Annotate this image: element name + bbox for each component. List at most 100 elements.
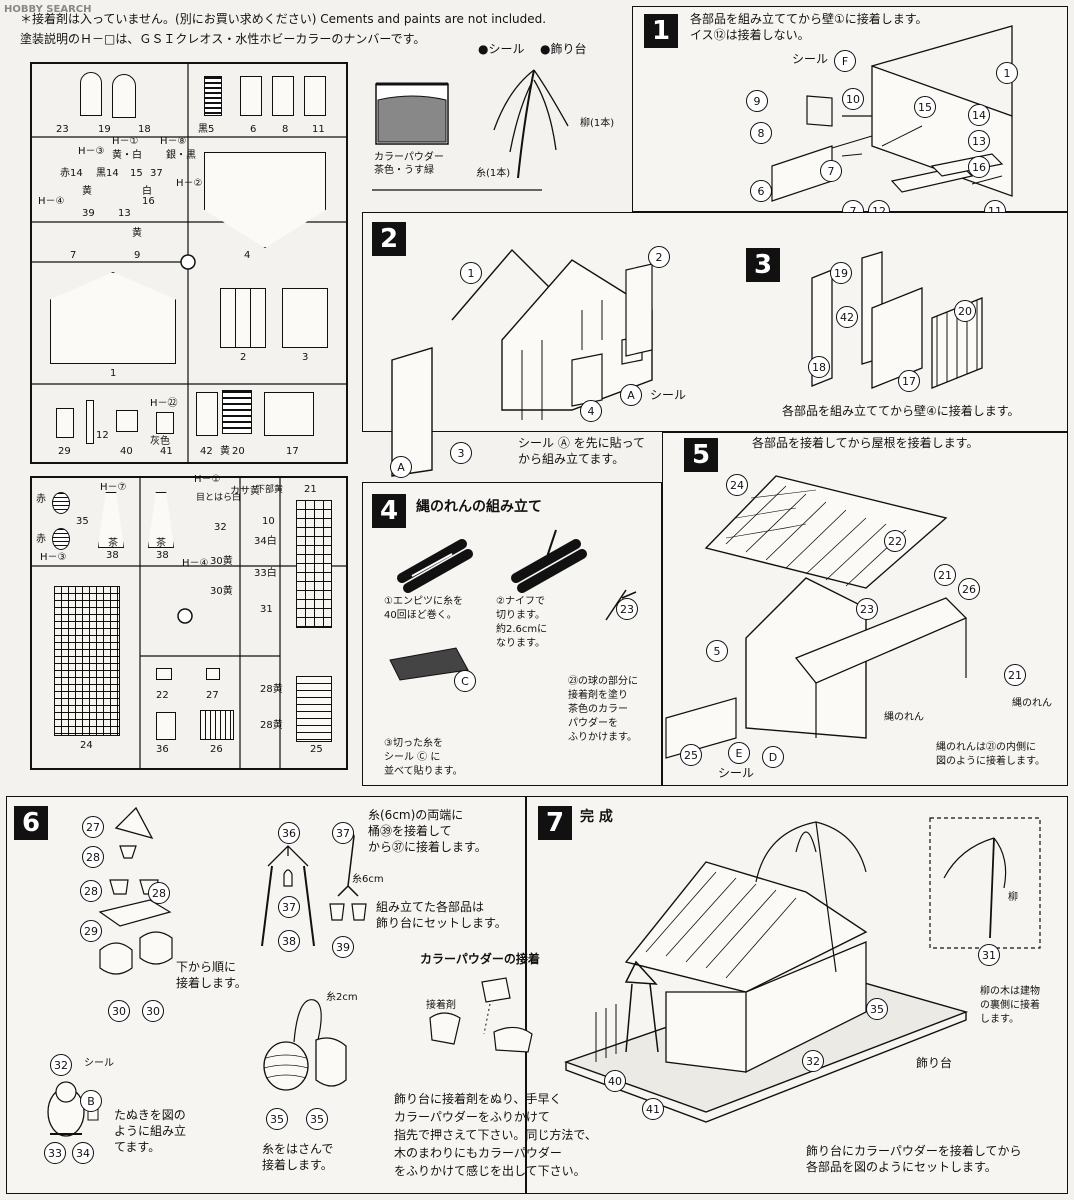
step7-powder-l1: 飾り台に接着剤をぬり、手早く [394, 1092, 562, 1106]
step6-lantern-illustration [263, 999, 347, 1091]
step6-part-28b: 28 [80, 880, 102, 902]
step6-part-34: 34 [72, 1142, 94, 1164]
part-41 [156, 412, 174, 434]
num-27: 27 [206, 690, 219, 701]
step7-powder-l5: をふりかけて感じを出して下さい。 [394, 1164, 586, 1178]
step7-final-note1: 飾り台にカラーパウダーを接着してから [806, 1144, 1022, 1158]
step4-sub2-l3: 約2.6cmに [496, 624, 548, 635]
step2-illustration [391, 248, 653, 477]
legend-seal: ●シール [478, 42, 525, 56]
step7-powder-title: カラーパウダーの接着 [420, 952, 540, 966]
step1-text2: イス⑫は接着しない。 [690, 28, 810, 42]
step4-sub4-l5: ふりかけます。 [568, 732, 637, 743]
step4-sub1-l1: ①エンピツに糸を [384, 596, 463, 607]
color-white: 白 [142, 186, 152, 197]
color-yellow-9: 黄 [132, 228, 142, 239]
color-h3: H－③ [78, 146, 105, 157]
num-6: 6 [250, 124, 257, 135]
thread-illustration [372, 189, 542, 191]
color-h3-lower: H－③ [40, 552, 67, 563]
step5-note1: 縄のれんは㉑の内側に [936, 742, 1036, 753]
step2-part-A-2: A [390, 456, 412, 478]
step5-text: 各部品を接着してから屋根を接着します。 [752, 436, 979, 450]
step5-seal-E: E [728, 742, 750, 764]
step7-willow-note-l2: の裏側に接着 [980, 1000, 1040, 1011]
step6-part-33: 33 [44, 1142, 66, 1164]
num-39: 39 [82, 208, 95, 219]
part-36 [156, 712, 176, 740]
num-2: 2 [240, 352, 247, 363]
powder-bag-illustration [375, 82, 449, 145]
willow-label: 柳(1本) [580, 118, 615, 129]
color-34-white: 34白 [254, 536, 277, 547]
powder-colors: 茶色・うす緑 [374, 165, 434, 176]
step6-string-6cm: 糸6cm [352, 874, 384, 885]
part-8 [272, 76, 294, 116]
step7-part-40: 40 [604, 1070, 626, 1092]
color-h22: H－㉒ [150, 398, 178, 409]
step4-sub2-l2: 切ります。 [496, 610, 545, 621]
part-24 [54, 586, 120, 736]
watermark: HOBBY SEARCH [4, 4, 92, 15]
num-23: 23 [56, 124, 69, 135]
color-h7: H－⑦ [100, 482, 127, 493]
part-18 [112, 74, 136, 118]
step7-part-41: 41 [642, 1098, 664, 1120]
color-h1: H－① [112, 136, 139, 147]
color-brown-a: 茶 [108, 538, 118, 549]
num-11: 11 [312, 124, 325, 135]
step7-base-label: 飾り台 [916, 1056, 953, 1070]
step3-part-18: 18 [808, 356, 830, 378]
step4-seal-C: C [454, 670, 476, 692]
step5-part-21: 21 [934, 564, 956, 586]
step6-part-29: 29 [80, 920, 102, 942]
step5-part-24: 24 [726, 474, 748, 496]
step4-panel [362, 482, 662, 786]
part-26 [200, 710, 234, 740]
step4-sub2-l1: ②ナイフで [496, 596, 545, 607]
color-eyes-belly: 目とはら白 [196, 493, 242, 503]
step4-sub3-l1: ③切った糸を [384, 738, 443, 749]
part-5 [204, 76, 222, 116]
step1-text1: 各部品を組み立ててから壁①に接着します。 [690, 12, 928, 26]
num-40: 40 [120, 446, 133, 457]
part-42 [196, 392, 218, 436]
step2-seal-label: シール [650, 388, 687, 402]
num-12: 12 [96, 430, 109, 441]
color-30-yellow-a: 30黄 [210, 556, 233, 567]
part-22 [156, 668, 172, 680]
step7-powder-l3: 指先で押さえて下さい。同じ方法で、 [394, 1128, 597, 1142]
part-3 [282, 288, 328, 348]
num-4: 4 [244, 250, 251, 261]
step2-note1: シール Ⓐ を先に貼って [518, 436, 646, 450]
color-h4: H－④ [38, 196, 65, 207]
step3-text: 各部品を組み立ててから壁④に接着します。 [782, 404, 1020, 418]
step7-glue-label: 接着剤 [426, 1000, 456, 1011]
color-black14: 黒14 [96, 168, 119, 179]
color-yellow-20: 黄 [220, 446, 230, 457]
step3-part-42: 42 [836, 306, 858, 328]
part-12 [86, 400, 94, 444]
num-13: 13 [118, 208, 131, 219]
step1-part-14: 14 [968, 104, 990, 126]
step4-badge: 4 [372, 494, 406, 528]
part-21 [296, 500, 332, 628]
num-41: 41 [160, 446, 173, 457]
step4-sub3-l3: 並べて貼ります。 [384, 766, 463, 777]
powder-label: カラーパウダー [374, 152, 444, 163]
step7-complete-illustration [563, 821, 969, 1123]
color-h8: H－⑧ [160, 136, 187, 147]
part-35-b [52, 528, 70, 550]
sprue-upper [30, 62, 348, 464]
color-red-a: 赤 [36, 494, 46, 505]
step7-part-32: 32 [802, 1050, 824, 1072]
part-27 [206, 668, 220, 680]
step5-illustration [665, 475, 968, 759]
step1-part-7a: 7 [820, 160, 842, 182]
step5-part-22: 22 [884, 530, 906, 552]
step6-part-38: 38 [278, 930, 300, 952]
step6-part-30a: 30 [108, 1000, 130, 1022]
step6-tanuki-note1: たぬきを図の [114, 1108, 186, 1122]
step7-powder-l4: 木のまわりにもカラーパウダー [394, 1146, 562, 1160]
num-18: 18 [138, 124, 151, 135]
